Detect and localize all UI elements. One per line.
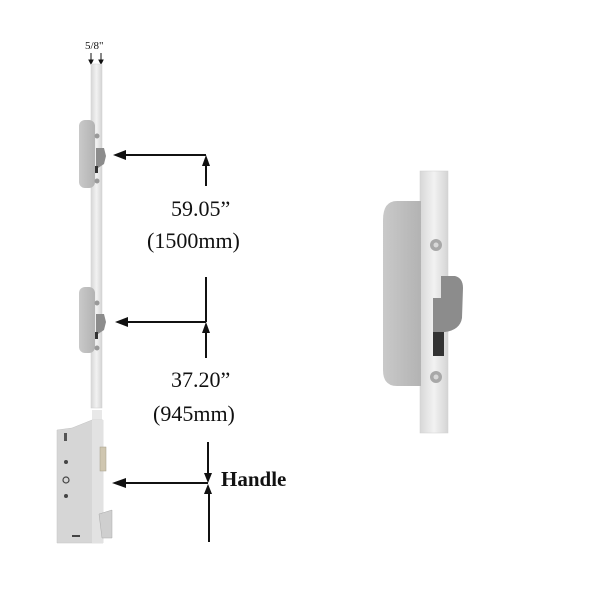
- handle-label: Handle: [221, 467, 287, 491]
- handle-dimension-lines: [112, 478, 212, 542]
- top-hook-lock: [79, 120, 106, 188]
- middle-hook-lock: [79, 287, 106, 353]
- lower-spacing-mm: (945mm): [153, 401, 235, 426]
- lower-dimension-lines: [115, 317, 212, 483]
- lower-spacing-inches: 37.20”: [171, 367, 231, 392]
- upper-spacing-inches: 59.05”: [171, 196, 231, 221]
- upper-dimension-lines: [113, 150, 210, 322]
- lock-strip-upper: [90, 63, 103, 409]
- gearbox: [56, 410, 113, 544]
- width-label: 5/8": [85, 40, 104, 52]
- upper-spacing-mm: (1500mm): [147, 228, 240, 253]
- width-dimension-arrows: [88, 53, 104, 66]
- hook-detail-view: [383, 170, 463, 434]
